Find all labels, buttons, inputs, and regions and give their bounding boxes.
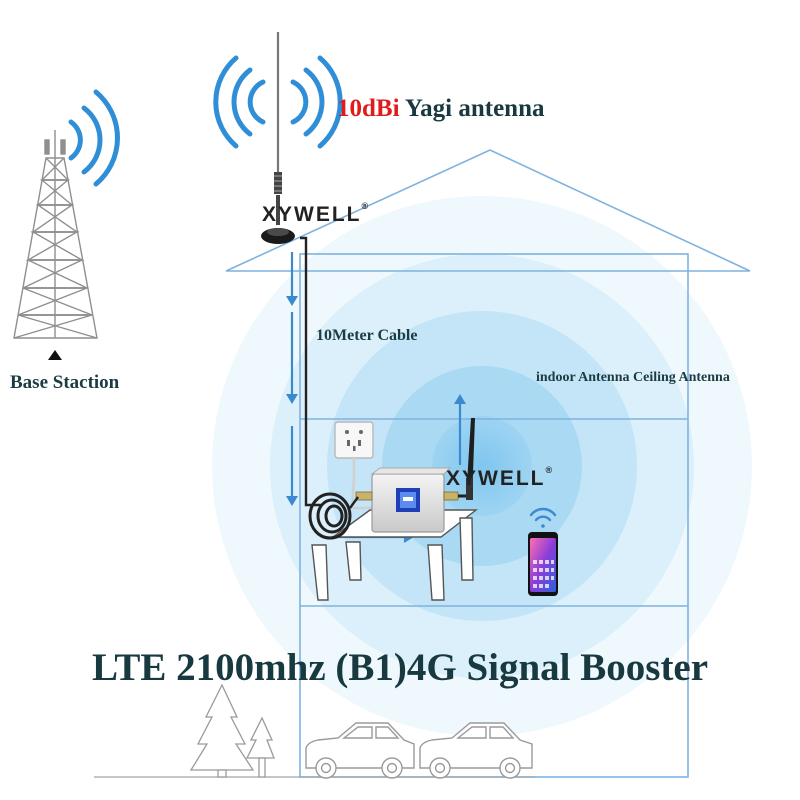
product-headline: LTE 2100mhz (B1)4G Signal Booster	[91, 646, 709, 689]
tower-pointer-icon	[48, 350, 62, 360]
car-icon	[419, 722, 533, 779]
radio-waves-icon	[68, 89, 120, 187]
indoor-antenna-label: indoor Antenna Ceiling Antenna	[536, 370, 730, 385]
wall-socket-icon	[334, 421, 374, 459]
brand-logo-outdoor: XYWELL®	[262, 201, 369, 226]
antenna-gain: 10dBi	[337, 95, 400, 122]
coverage-rings	[212, 196, 752, 736]
coax-cable	[349, 496, 359, 509]
cell-tower-icon	[13, 130, 98, 339]
base-station-label: Base Staction	[10, 372, 120, 393]
radio-waves-icon	[213, 55, 343, 149]
smartphone-icon	[528, 532, 558, 596]
indoor-antenna-icon	[458, 418, 475, 500]
registered-mark: ®	[361, 201, 369, 211]
car-icon	[305, 722, 415, 779]
tree-icon	[245, 716, 275, 778]
tree-icon	[189, 683, 255, 778]
magnetic-antenna-icon	[261, 32, 295, 244]
cable-label: 10Meter Cable	[316, 327, 418, 344]
antenna-type: Yagi antenna	[404, 95, 545, 122]
brand-name: XYWELL	[262, 203, 362, 226]
brand-name: XYWELL	[446, 467, 546, 490]
diagram-title: 10dBi Yagi antenna	[337, 96, 544, 121]
signal-booster-icon	[355, 467, 459, 533]
wifi-icon	[529, 507, 557, 528]
brand-logo-booster: XYWELL®	[446, 465, 553, 490]
coiled-cable	[308, 492, 352, 540]
power-cord	[350, 458, 378, 510]
house-outline	[225, 149, 751, 778]
signal-flow-arrows	[286, 252, 466, 543]
registered-mark: ®	[545, 465, 553, 475]
